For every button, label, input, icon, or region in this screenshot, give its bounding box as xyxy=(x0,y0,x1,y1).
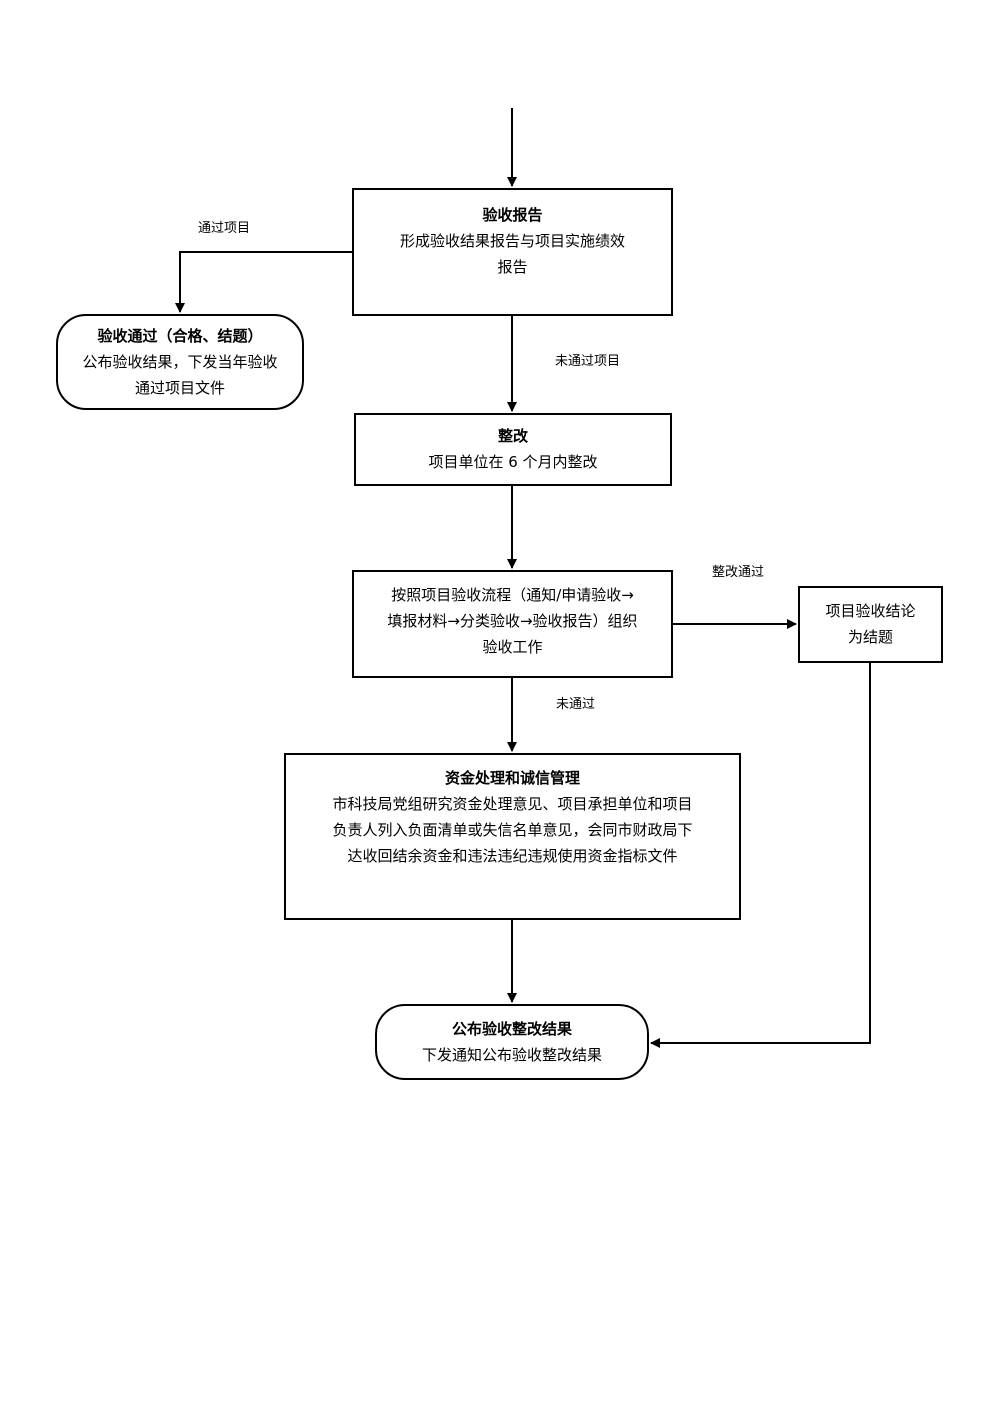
conclusion-line2: 为结题 xyxy=(847,628,893,646)
not-pass-label: 未通过 xyxy=(556,697,596,712)
rectify-body-line1: 项目单位在 6 个月内整改 xyxy=(428,453,598,471)
passed-title: 验收通过（合格、结题） xyxy=(97,327,263,345)
rectify-title: 整改 xyxy=(497,427,528,445)
publish-box: 公布验收整改结果 下发通知公布验收整改结果 xyxy=(375,1004,649,1080)
fail-label: 未通过项目 xyxy=(555,354,621,369)
report-body-line2: 报告 xyxy=(497,258,528,276)
funds-body-line3: 达收回结余资金和违法违纪违规使用资金指标文件 xyxy=(347,847,678,865)
report-body-line1: 形成验收结果报告与项目实施绩效 xyxy=(399,232,625,250)
process-line1: 按照项目验收流程（通知/申请验收→ xyxy=(391,586,634,604)
report-title: 验收报告 xyxy=(482,206,543,224)
conclusion-to-publish-arrow xyxy=(650,663,871,1048)
funds-body-line2: 负责人列入负面清单或失信名单意见，会同市财政局下 xyxy=(332,821,693,839)
passed-body-line2: 通过项目文件 xyxy=(134,379,225,397)
process-box: 按照项目验收流程（通知/申请验收→ 填报材料→分类验收→验收报告）组织 验收工作 xyxy=(352,570,673,678)
process-line3: 验收工作 xyxy=(482,638,543,656)
process-line2: 填报材料→分类验收→验收报告）组织 xyxy=(387,612,638,630)
rectify-box: 整改 项目单位在 6 个月内整改 xyxy=(354,413,672,486)
pass-label: 通过项目 xyxy=(198,221,251,236)
publish-body-line1: 下发通知公布验收整改结果 xyxy=(421,1046,602,1064)
funds-box: 资金处理和诚信管理 市科技局党组研究资金处理意见、项目承担单位和项目 负责人列入… xyxy=(284,753,741,920)
conclusion-line1: 项目验收结论 xyxy=(825,602,916,620)
passed-body-line1: 公布验收结果，下发当年验收 xyxy=(82,353,278,371)
conclusion-box: 项目验收结论 为结题 xyxy=(798,586,943,663)
publish-title: 公布验收整改结果 xyxy=(451,1020,572,1038)
passed-box: 验收通过（合格、结题） 公布验收结果，下发当年验收 通过项目文件 xyxy=(56,314,304,410)
funds-title: 资金处理和诚信管理 xyxy=(444,769,580,787)
funds-body-line1: 市科技局党组研究资金处理意见、项目承担单位和项目 xyxy=(332,795,693,813)
pass-arrow xyxy=(175,251,352,313)
report-box: 验收报告 形成验收结果报告与项目实施绩效 报告 xyxy=(352,188,673,316)
rectify-pass-label: 整改通过 xyxy=(712,565,765,580)
